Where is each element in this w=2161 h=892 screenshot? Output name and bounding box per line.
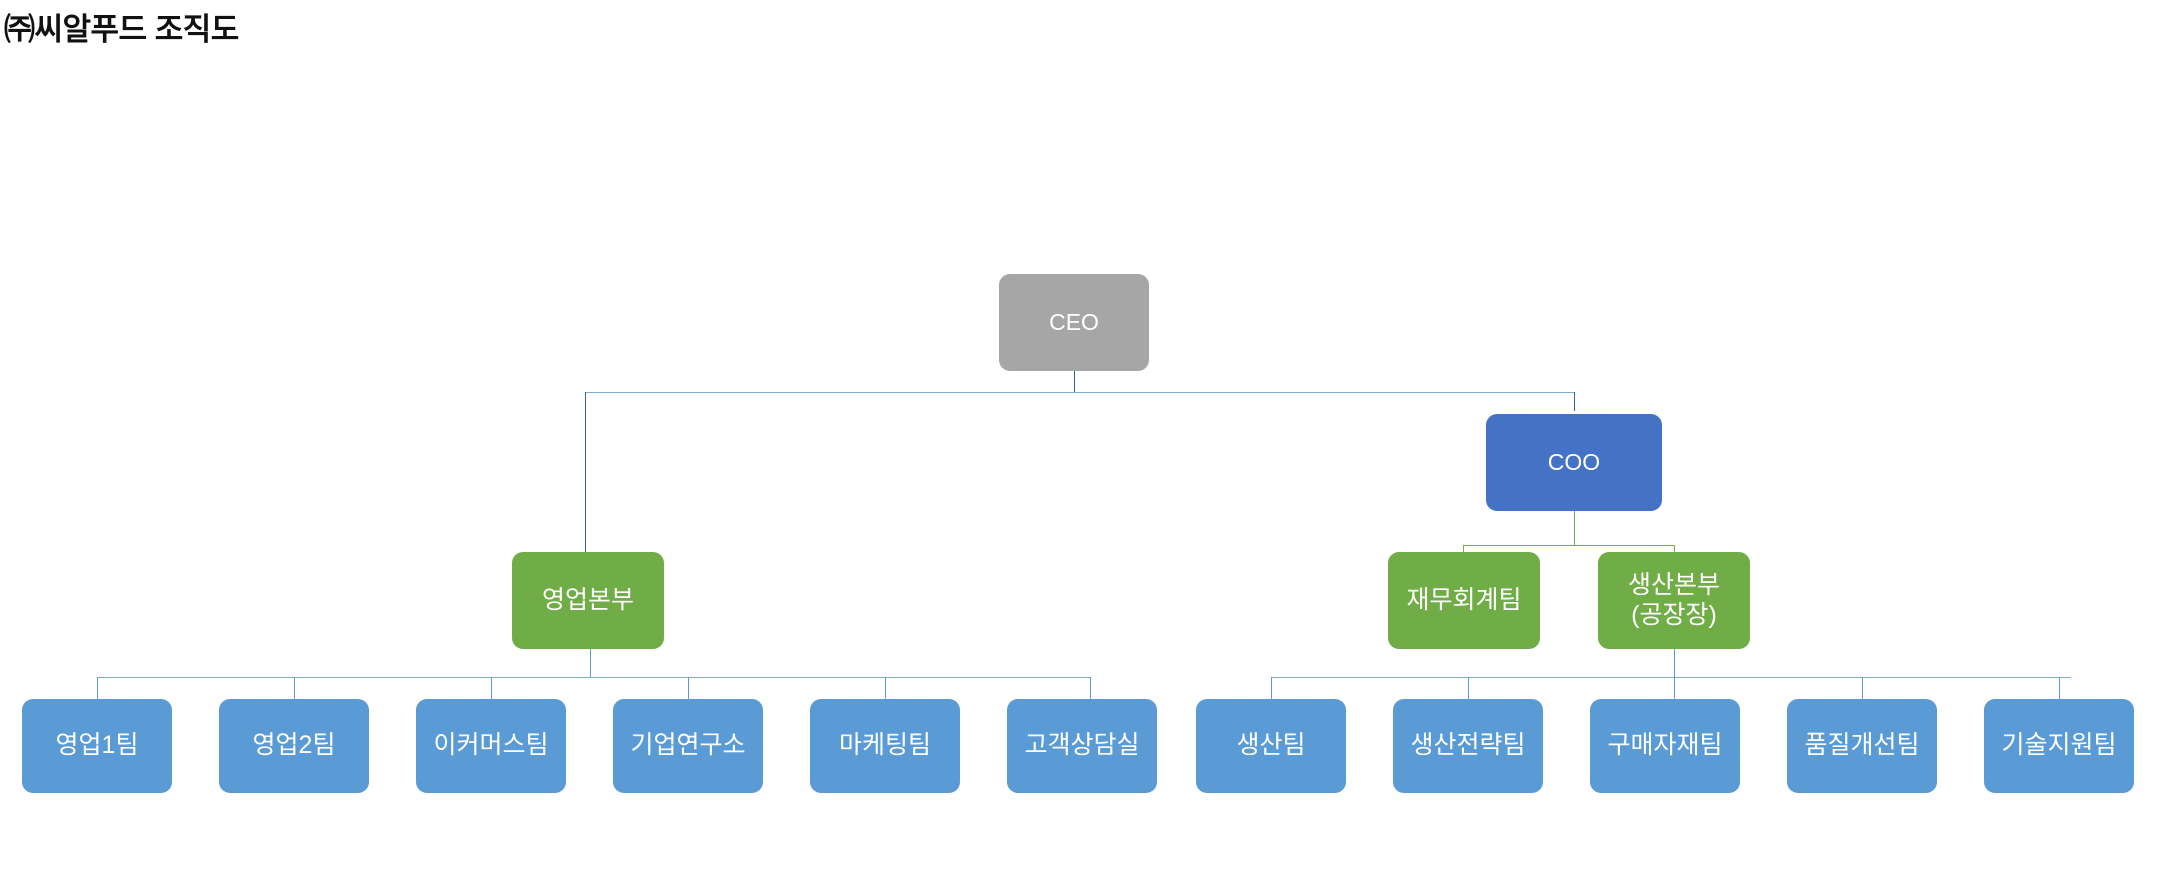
- node-ecommerce-team[interactable]: 이커머스팀: [416, 699, 566, 793]
- node-coo-label: COO: [1547, 448, 1601, 475]
- connector-prod-hq-to-quality: [1862, 677, 1863, 699]
- node-sales-team-2-label: 영업2팀: [252, 731, 336, 760]
- node-technical-support-team[interactable]: 기술지원팀: [1984, 699, 2134, 793]
- connector-ceo-to-coo: [1574, 392, 1575, 411]
- node-finance-team-label: 재무회계팀: [1406, 585, 1522, 614]
- node-quality-improvement-team[interactable]: 품질개선팀: [1787, 699, 1937, 793]
- connector-prod-hq-to-tech-sup: [2059, 677, 2060, 699]
- connector-sales-hq-to-sales1: [97, 677, 98, 699]
- node-production-hq-line1: 생산본부: [1627, 571, 1720, 599]
- node-ceo[interactable]: CEO: [999, 274, 1149, 371]
- connector-prod-hq-stem: [1674, 649, 1675, 677]
- connector-prod-hq-bus: [1271, 677, 2071, 678]
- connector-coo-bus: [1463, 545, 1675, 546]
- connector-sales-hq-to-rnd: [688, 677, 689, 699]
- node-purchasing-materials-team[interactable]: 구매자재팀: [1590, 699, 1740, 793]
- node-production-hq-line2: (공장장): [1631, 600, 1717, 629]
- node-production-hq[interactable]: 생산본부 (공장장): [1598, 552, 1750, 649]
- node-production-team-label: 생산팀: [1236, 731, 1306, 760]
- connector-ceo-bus: [585, 392, 1575, 393]
- node-production-team[interactable]: 생산팀: [1196, 699, 1346, 793]
- connector-prod-hq-to-prod-strat: [1468, 677, 1469, 699]
- node-rnd-institute-label: 기업연구소: [630, 731, 746, 760]
- connector-prod-hq-to-production: [1271, 677, 1272, 699]
- node-coo[interactable]: COO: [1486, 414, 1662, 511]
- node-finance-team[interactable]: 재무회계팀: [1388, 552, 1540, 649]
- node-customer-service[interactable]: 고객상담실: [1007, 699, 1157, 793]
- node-sales-team-1-label: 영업1팀: [55, 731, 139, 760]
- page-title: ㈜씨알푸드 조직도: [4, 12, 239, 47]
- node-quality-improvement-team-label: 품질개선팀: [1804, 731, 1920, 760]
- node-sales-team-1[interactable]: 영업1팀: [22, 699, 172, 793]
- node-customer-service-label: 고객상담실: [1024, 731, 1140, 760]
- connector-ceo-to-sales-hq: [585, 392, 586, 552]
- node-marketing-team[interactable]: 마케팅팀: [810, 699, 960, 793]
- node-sales-team-2[interactable]: 영업2팀: [219, 699, 369, 793]
- connector-prod-hq-to-purchasing: [1674, 677, 1675, 699]
- node-technical-support-team-label: 기술지원팀: [2001, 731, 2117, 760]
- node-ecommerce-team-label: 이커머스팀: [433, 731, 549, 760]
- connector-ceo-stem: [1074, 371, 1075, 393]
- node-production-strategy-team[interactable]: 생산전략팀: [1393, 699, 1543, 793]
- node-purchasing-materials-team-label: 구매자재팀: [1607, 731, 1723, 760]
- node-rnd-institute[interactable]: 기업연구소: [613, 699, 763, 793]
- connector-sales-hq-to-sales2: [294, 677, 295, 699]
- connector-coo-stem: [1574, 511, 1575, 545]
- node-sales-hq[interactable]: 영업본부: [512, 552, 664, 649]
- node-ceo-label: CEO: [1049, 308, 1099, 335]
- connector-sales-hq-to-cs: [1090, 677, 1091, 699]
- node-production-strategy-team-label: 생산전략팀: [1410, 731, 1526, 760]
- node-marketing-team-label: 마케팅팀: [838, 731, 931, 760]
- node-sales-hq-label: 영업본부: [541, 585, 634, 614]
- connector-sales-hq-to-ecommerce: [491, 677, 492, 699]
- connector-sales-hq-to-marketing: [885, 677, 886, 699]
- connector-sales-hq-bus: [97, 677, 1090, 678]
- node-production-hq-label: 생산본부 (공장장): [1604, 571, 1744, 630]
- connector-sales-hq-stem: [590, 649, 591, 677]
